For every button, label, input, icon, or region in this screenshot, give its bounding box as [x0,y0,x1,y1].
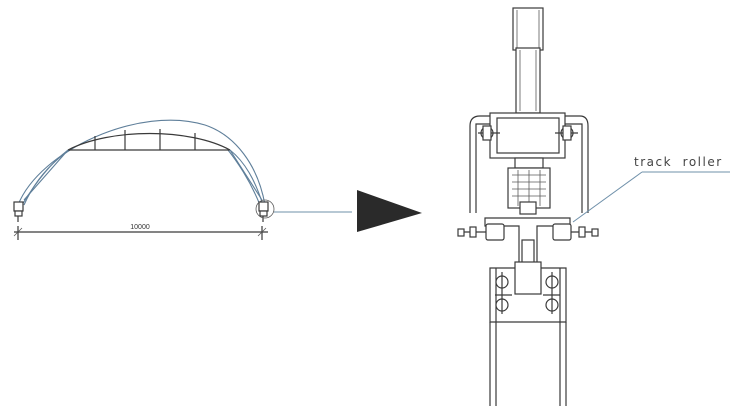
arch-truss-elevation [13,119,275,222]
top-bolt-left [478,125,500,141]
track-roller-callout: track roller [572,155,730,223]
track-roller-right [552,223,599,241]
detail-marker [255,199,275,219]
span-dimension-label: 10000 [130,224,150,231]
track-roller-detail [457,7,599,406]
span-dimension: 10000 [13,224,268,240]
arrow-icon [357,190,422,232]
lower-bolt-right [543,272,560,314]
top-bolt-right [555,125,578,141]
lower-bolt-left [495,272,512,314]
track-roller-label: track roller [634,155,723,169]
track-roller-left [457,223,505,241]
